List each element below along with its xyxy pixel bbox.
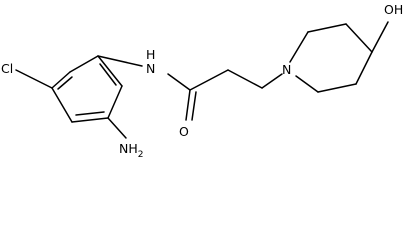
bond-c-cl <box>15 69 53 89</box>
atom-oh: OH <box>384 2 403 17</box>
atom-h-amide: H <box>146 47 155 62</box>
bond-ring-c4-c5 <box>71 117 109 123</box>
structure-canvas: N H N O Cl NH2 OH <box>1 2 403 160</box>
atom-nh2-main: NH <box>119 141 138 156</box>
bond-ring-double-2 <box>75 111 105 116</box>
bond-pip-1 <box>289 31 309 63</box>
atom-nh2-sub: 2 <box>138 150 144 159</box>
bond-ring-double-3 <box>57 76 73 90</box>
atom-labels: N H N O Cl NH2 OH <box>1 2 403 160</box>
molecule-diagram: N H N O Cl NH2 OH <box>1 2 403 160</box>
bond-ring-double-1 <box>99 63 117 86</box>
bond-c-nh2 <box>107 117 127 139</box>
bond-c-o-2 <box>191 91 197 121</box>
bond-pip-4 <box>355 51 373 85</box>
bond-ring-c6-c1 <box>51 71 71 89</box>
bond-pip-2 <box>307 23 347 33</box>
atom-o-carbonyl: O <box>179 124 189 139</box>
atom-cl: Cl <box>1 61 13 76</box>
bond-ring-c1-c2 <box>69 55 99 73</box>
atom-n-ring: N <box>282 62 291 77</box>
bond-c-oh <box>371 21 389 53</box>
bonds <box>15 21 389 139</box>
bond-ring-c3-c4 <box>107 85 123 119</box>
bond-c-ch2 <box>189 69 229 91</box>
bond-c-nh <box>97 55 143 67</box>
bond-pip-6 <box>295 75 319 93</box>
bond-ring-c5-c6 <box>51 87 73 123</box>
bond-pip-5 <box>317 83 357 93</box>
bond-ch2-n <box>261 73 283 89</box>
bond-ch2-ch2 <box>227 69 263 89</box>
bond-ring-c2-c3 <box>97 55 123 87</box>
bond-pip-3 <box>345 23 373 53</box>
atom-n-amide: N <box>146 61 155 76</box>
atom-nh2: NH2 <box>119 141 143 159</box>
bond-c-o-1 <box>185 89 191 121</box>
bond-nh-co <box>167 73 191 91</box>
